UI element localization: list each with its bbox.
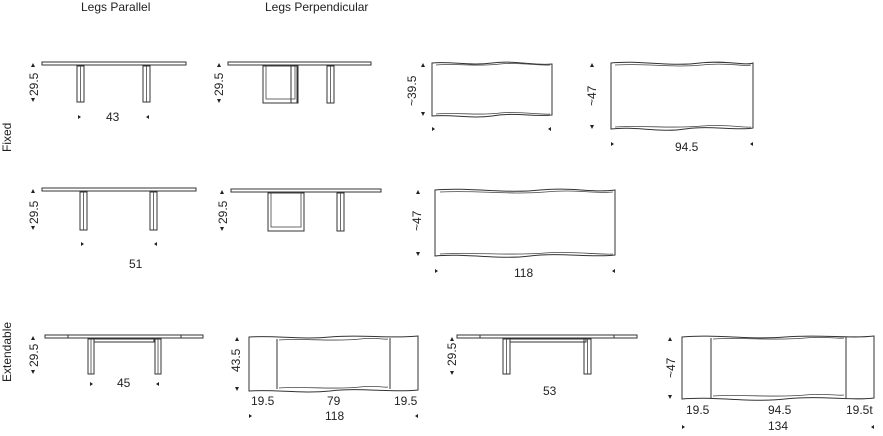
r3-top1-total-label: 118 [325,409,344,423]
r2-perpendicular-side-view [230,188,382,232]
r1-perp-height-label: 29.5 [212,72,226,96]
r3-top-view-2 [681,335,875,401]
r3-perpendicular-side-view [456,334,638,375]
section-label-extendable: Extendable [0,322,14,382]
r3-top1-height-label: 43.5 [229,348,243,372]
section-label-fixed: Fixed [0,123,14,152]
r3-top1-mid-label: 79 [327,394,341,408]
r1-perpendicular-side-view [227,61,372,104]
r1-perp-height-ticks [217,63,221,103]
r3-perp-height-ticks [450,337,454,375]
r2-par-width-label: 51 [129,257,143,271]
r2-par-height-label: 29.5 [27,200,41,224]
r1-top2-width-label: 94.5 [675,140,699,154]
header-legs-parallel: Legs Parallel [81,0,150,14]
r1-par-height-label: 29.5 [27,72,41,96]
r3-par-height-ticks [31,336,35,374]
header-legs-perpendicular: Legs Perpendicular [265,0,368,14]
r1-parallel-side-view [41,61,187,103]
r1-top1-width-ticks [432,127,551,131]
r1-top1-height-ticks [421,63,425,116]
r3-top2-ext-right-label: 19.5t [846,403,873,417]
r3-perp-width-label: 53 [543,384,557,398]
r3-par-height-label: 29.5 [27,343,41,367]
r2-perp-height-label: 29.5 [216,200,230,224]
r3-top1-ext-right-label: 19.5 [394,394,418,408]
r1-top-view-large [610,61,754,131]
r1-par-width-label: 43 [106,110,120,124]
r1-par-height-ticks [31,63,35,102]
r3-perp-height-label: 29.5 [445,342,459,366]
r3-par-width-label: 45 [117,376,131,390]
r2-top-view [434,188,616,258]
r2-par-width-ticks [81,242,157,246]
r2-top-width-label: 118 [514,266,533,280]
r1-top-view-small [431,61,553,118]
r1-top1-height-label: ~39.5 [405,75,419,106]
r2-top-height-label: ~47 [410,210,424,231]
r3-top2-ext-left-label: 19.5 [686,403,710,417]
r3-parallel-side-view [44,334,204,375]
r3-top-view-1 [248,335,419,393]
r3-top2-height-label: ~47 [664,357,678,378]
r1-top2-height-label: ~47 [585,85,599,106]
r2-parallel-side-view [41,187,197,231]
r3-top1-ext-left-label: 19.5 [251,394,275,408]
r3-top2-mid-label: 94.5 [768,403,792,417]
r3-top2-total-label: 134 [768,419,788,433]
